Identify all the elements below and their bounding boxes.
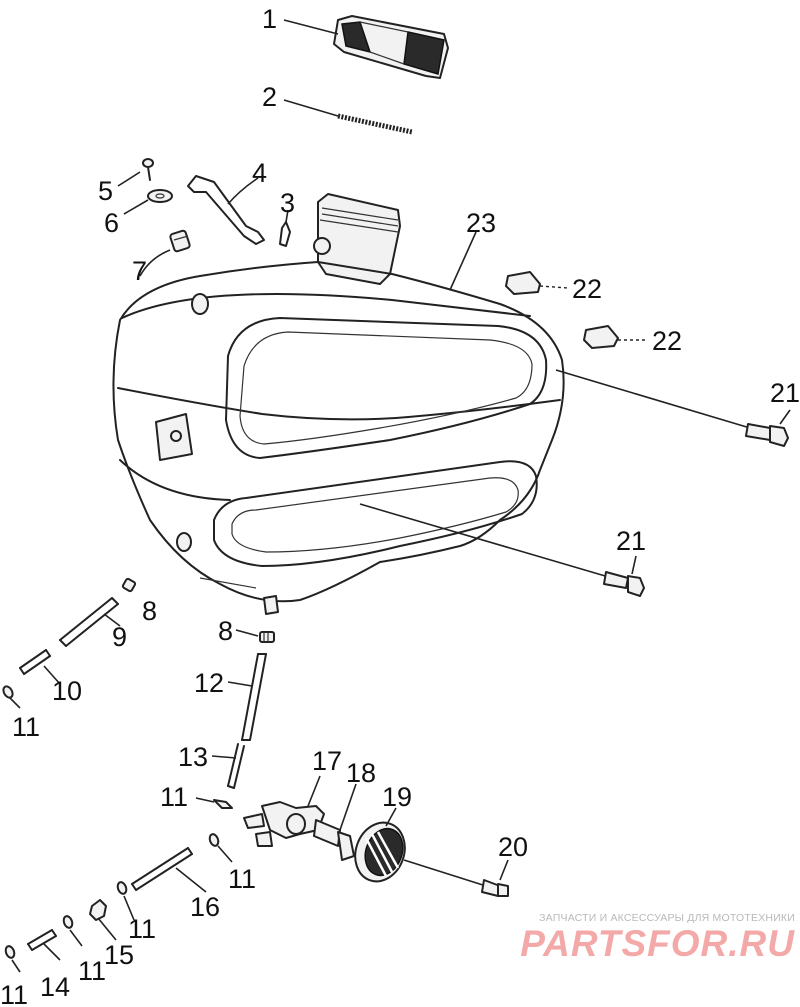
callout-23: 23 <box>466 208 496 238</box>
callout-5: 5 <box>98 176 113 206</box>
part-16-hose <box>131 847 193 891</box>
part-12-hose <box>241 653 267 741</box>
callout-19: 19 <box>382 782 412 812</box>
callout-11-b: 11 <box>160 782 188 812</box>
part-11-clamp-d <box>116 881 128 895</box>
callout-3: 3 <box>280 188 295 218</box>
part-11-clamp-b <box>213 799 233 809</box>
callout-8-lower: 8 <box>218 616 233 646</box>
part-3-clip <box>279 221 291 247</box>
part-8-clamp-lower <box>259 631 275 643</box>
callout-14: 14 <box>40 972 70 1002</box>
callout-20: 20 <box>498 832 528 862</box>
callout-16: 16 <box>190 892 220 922</box>
callout-10: 10 <box>52 676 82 706</box>
callout-2: 2 <box>262 82 277 112</box>
callout-1: 1 <box>262 4 277 34</box>
part-11-clamp-e <box>62 915 74 929</box>
part-9-hose <box>59 597 119 647</box>
part-20-screw <box>403 859 509 897</box>
callout-21-lower: 21 <box>616 526 646 556</box>
callout-9: 9 <box>112 622 127 652</box>
part-2-seal-strip <box>337 113 413 135</box>
part-5-screw <box>142 158 154 181</box>
callout-11-f: 11 <box>0 980 28 1007</box>
part-13-hose <box>227 743 245 789</box>
part-22-rubber-block-lower <box>583 325 646 349</box>
part-8-clamp-upper <box>121 577 137 593</box>
callout-labels: 1 2 3 4 5 6 7 8 8 9 10 11 11 11 11 11 11… <box>0 4 800 1007</box>
callout-15: 15 <box>104 940 134 970</box>
callout-22-lower: 22 <box>652 326 682 356</box>
part-19-valve-knob <box>354 821 406 883</box>
watermark-caption: ЗАПЧАСТИ И АКСЕССУАРЫ ДЛЯ МОТОТЕХНИКИ <box>539 912 795 924</box>
callout-11-d: 11 <box>128 914 156 944</box>
callout-4: 4 <box>252 158 267 188</box>
part-15-fitting <box>89 899 107 921</box>
part-22-rubber-block-upper <box>505 271 569 295</box>
part-4-bracket <box>187 175 265 245</box>
part-21-bolt-lower <box>359 503 645 597</box>
callout-17: 17 <box>312 746 342 776</box>
callout-12: 12 <box>194 668 224 698</box>
callout-18: 18 <box>346 758 376 788</box>
part-1-cap-cover <box>333 15 449 79</box>
callout-21-upper: 21 <box>770 378 800 408</box>
watermark: ЗАПЧАСТИ И АКСЕССУАРЫ ДЛЯ МОТОТЕХНИКИ PA… <box>470 912 795 964</box>
callout-6: 6 <box>104 208 119 238</box>
part-23-fuel-tank <box>112 193 565 615</box>
part-11-clamp-f <box>4 945 16 959</box>
part-11-clamp-a <box>2 685 14 699</box>
watermark-logo: PARTSFOR.RU <box>520 923 795 964</box>
callout-11-c: 11 <box>228 864 256 894</box>
callout-11-e: 11 <box>78 956 106 986</box>
callout-7: 7 <box>132 256 147 286</box>
callout-11-a: 11 <box>12 712 40 742</box>
part-18-valve-bolt <box>337 831 355 861</box>
part-7-grommet <box>169 229 191 253</box>
part-14-hose <box>27 929 57 951</box>
callout-8-upper: 8 <box>142 596 157 626</box>
part-10-hose <box>19 649 51 675</box>
part-17-fuel-valve <box>243 801 341 847</box>
callout-13: 13 <box>178 742 208 772</box>
part-11-clamp-c <box>208 833 220 847</box>
callout-22-upper: 22 <box>572 274 602 304</box>
part-21-bolt-upper <box>555 369 789 447</box>
part-6-washer <box>147 189 173 203</box>
